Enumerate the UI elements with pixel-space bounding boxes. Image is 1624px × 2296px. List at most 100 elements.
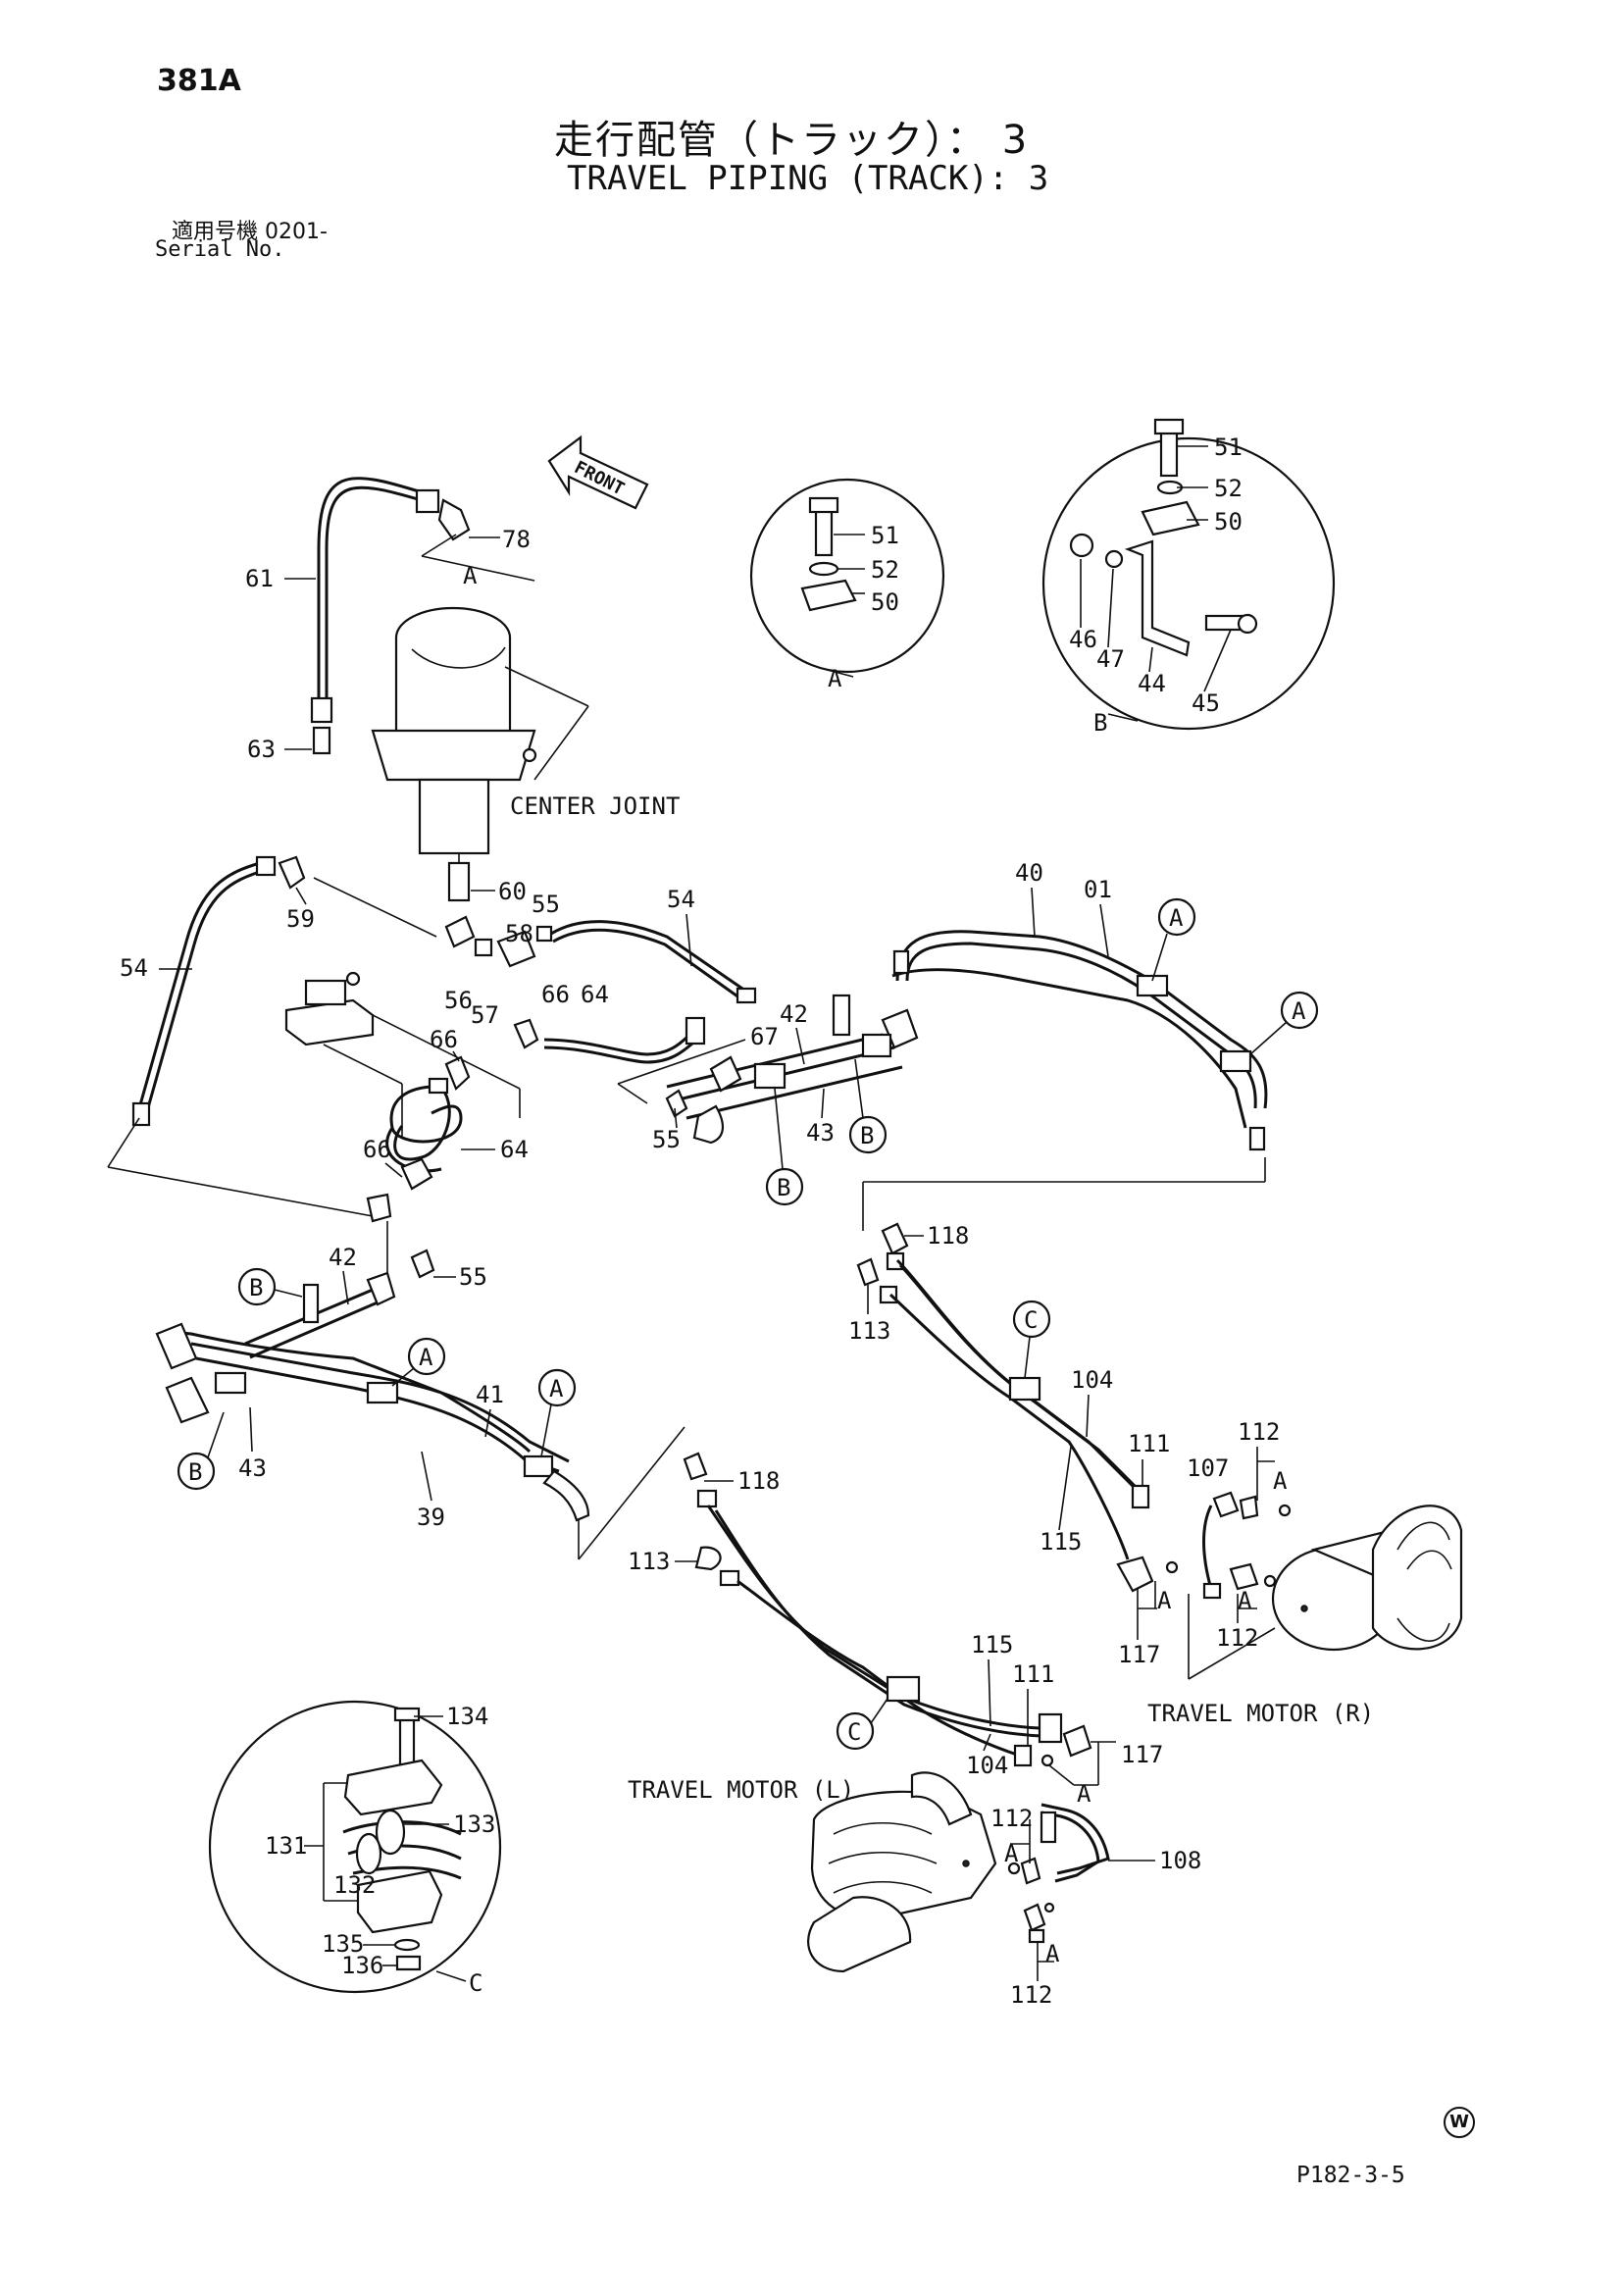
part-label-112-r-low: 112 [1216, 1624, 1258, 1652]
pipe-assembly-upper [617, 930, 1268, 1151]
part-label-115-lower: 115 [971, 1631, 1013, 1658]
part-label-58: 58 [505, 920, 533, 947]
front-arrow-icon: FRONT [547, 434, 649, 510]
part-label-104-lower: 104 [966, 1752, 1008, 1779]
part-label-131: 131 [265, 1832, 307, 1860]
part-label-115-right: 115 [1040, 1528, 1082, 1556]
part-label-42-top: 42 [780, 1000, 808, 1028]
part-label-112-l-top: 112 [990, 1805, 1033, 1832]
part-label-52-a: 52 [871, 556, 899, 584]
callout-b-left-1-label: B [249, 1274, 263, 1301]
part-label-111-right: 111 [1128, 1430, 1170, 1457]
callout-b-left-1 [237, 1267, 303, 1306]
part-label-a-117-lower: A [1077, 1780, 1091, 1808]
callout-a-left-2-label: A [549, 1375, 564, 1403]
part-label-112-l-low: 112 [1010, 1981, 1052, 2009]
part-label-66-low: 66 [363, 1136, 391, 1163]
detail-a-caption: A [828, 665, 842, 692]
hose-group-lower [683, 1452, 1110, 1944]
callout-b-upper-2-label: B [777, 1174, 790, 1201]
part-label-01: 01 [1084, 876, 1112, 903]
callout-c-right [1012, 1300, 1051, 1379]
detail-c-circle [208, 1700, 502, 1994]
part-label-50-b: 50 [1214, 508, 1243, 536]
part-label-111-lower: 111 [1012, 1660, 1054, 1688]
page-number: 381A [157, 64, 241, 98]
center-joint-assembly [310, 477, 589, 902]
part-label-41: 41 [476, 1381, 504, 1408]
travel-motor-r-label: TRAVEL MOTOR (R) [1147, 1700, 1374, 1727]
center-joint-label: CENTER JOINT [510, 792, 680, 820]
part-label-136: 136 [341, 1952, 383, 1979]
part-label-55-left: 55 [459, 1263, 487, 1291]
hose-54-left [131, 855, 306, 1127]
part-label-78: 78 [502, 526, 531, 553]
callout-b-upper-1-label: B [860, 1122, 874, 1149]
callout-a-upper-1 [1151, 897, 1196, 982]
travel-motor-right [1188, 1505, 1463, 1680]
part-label-64-top: 64 [581, 981, 609, 1008]
hose-64-lower [366, 1055, 471, 1223]
part-label-107: 107 [1187, 1454, 1229, 1482]
detail-c-caption: C [469, 1969, 482, 1997]
part-label-46: 46 [1069, 626, 1097, 653]
part-label-118-lower: 118 [737, 1467, 780, 1495]
part-label-a-112-l-top: A [1004, 1840, 1019, 1867]
part-label-55-mid: 55 [652, 1126, 681, 1153]
detail-a-circle [749, 478, 945, 674]
part-label-a-78: A [463, 562, 478, 589]
callout-a-left-1-label: A [419, 1344, 433, 1371]
callout-a-upper-2 [1249, 991, 1319, 1055]
part-label-56: 56 [444, 987, 473, 1014]
part-label-43-left: 43 [238, 1454, 267, 1482]
part-label-135: 135 [322, 1930, 364, 1958]
callout-a-left-1 [391, 1337, 446, 1387]
part-label-a-112-low: A [1238, 1587, 1252, 1614]
fittings-56-58 [444, 915, 553, 1049]
part-label-113-lower: 113 [628, 1548, 670, 1575]
part-label-a-112-top: A [1273, 1467, 1288, 1495]
part-label-39: 39 [417, 1504, 445, 1531]
part-label-51-b: 51 [1214, 434, 1243, 461]
travel-motor-left [807, 1771, 997, 1973]
part-label-64-low: 64 [500, 1136, 529, 1163]
callout-c-lower-label: C [847, 1718, 861, 1746]
part-label-132: 132 [333, 1871, 376, 1899]
callout-b-left-2-label: B [188, 1458, 202, 1486]
hose-54-middle [550, 920, 757, 1004]
part-label-104-right: 104 [1071, 1366, 1113, 1394]
part-label-54-left: 54 [120, 954, 148, 982]
part-label-59: 59 [286, 905, 315, 933]
callout-b-upper-1 [848, 1058, 888, 1154]
part-label-57: 57 [471, 1001, 499, 1029]
callout-a-left-2 [537, 1368, 577, 1457]
part-label-43-top: 43 [806, 1119, 835, 1147]
part-label-66-mid: 66 [430, 1026, 458, 1053]
callout-b-upper-2 [765, 1088, 804, 1206]
part-label-52-b: 52 [1214, 475, 1243, 502]
detail-b-circle [1041, 418, 1336, 731]
hose-group-right [856, 1222, 1292, 1600]
part-label-61: 61 [245, 565, 274, 592]
part-label-63: 63 [247, 736, 276, 763]
part-label-134: 134 [446, 1703, 488, 1730]
part-label-66-top: 66 [541, 981, 570, 1008]
part-label-51-a: 51 [871, 522, 899, 549]
part-label-a-112-l-low: A [1045, 1940, 1060, 1967]
bracket-upper-left [284, 971, 521, 1138]
part-label-55-top: 55 [532, 891, 560, 918]
part-label-40: 40 [1015, 859, 1043, 887]
part-label-113-right: 113 [848, 1317, 890, 1345]
part-label-60: 60 [498, 878, 527, 905]
part-label-67: 67 [750, 1023, 779, 1050]
serial-label-japanese: 適用号機 0201- [172, 220, 328, 244]
part-label-118-right: 118 [927, 1222, 969, 1250]
callout-c-right-label: C [1024, 1306, 1038, 1334]
part-label-50-a: 50 [871, 588, 899, 616]
callout-c-lower [836, 1698, 888, 1751]
part-label-44: 44 [1138, 670, 1166, 697]
serial-label-english: Serial No. [155, 237, 285, 262]
page-title-japanese: 走行配管（トラック）： 3 [554, 118, 1030, 163]
callout-a-upper-2-label: A [1292, 997, 1306, 1025]
